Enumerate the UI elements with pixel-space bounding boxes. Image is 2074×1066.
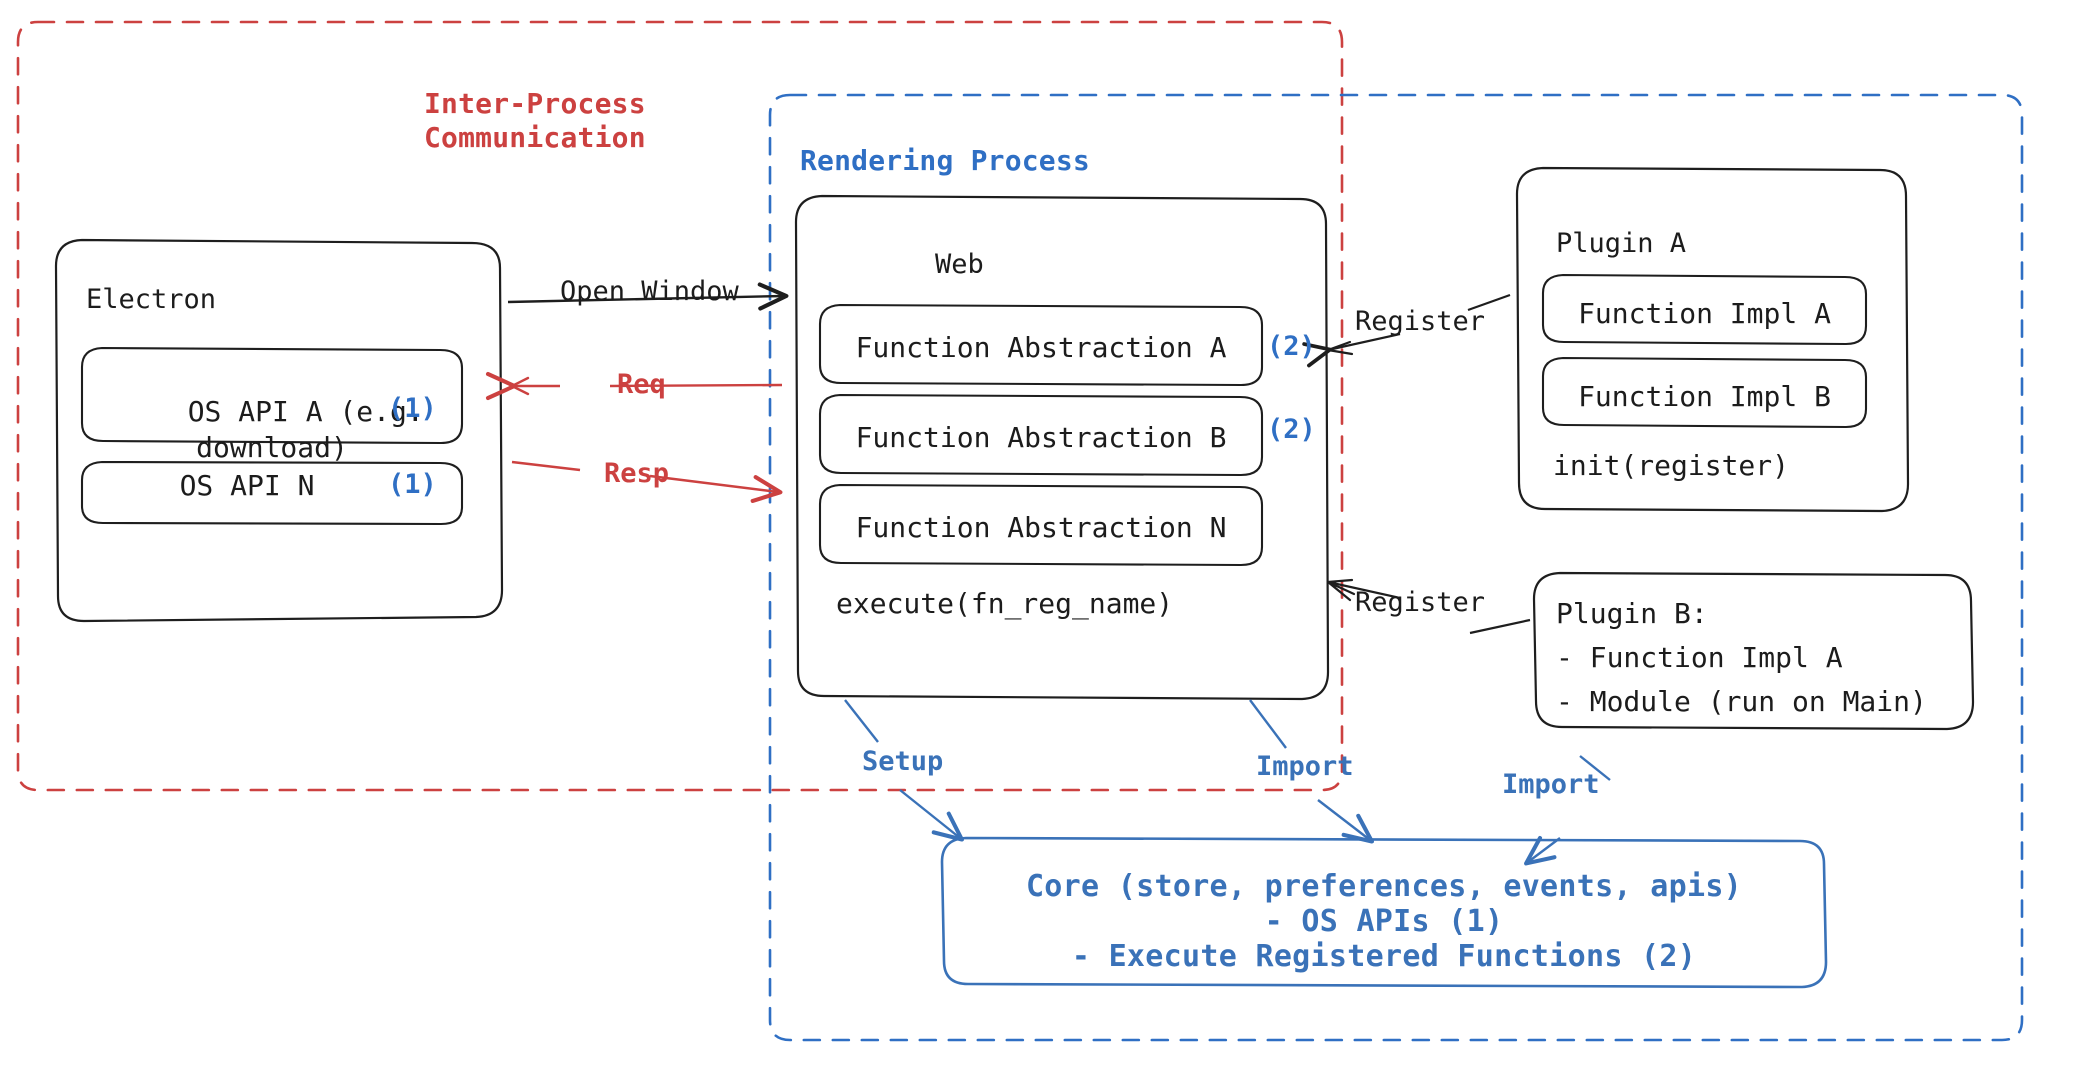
edge-label-import-right: Import	[1502, 769, 1600, 800]
web-title: Web	[935, 249, 984, 280]
core-line-1: Core (store, preferences, events, apis)	[1025, 869, 1743, 904]
web-item-label-0: Function Abstraction A	[855, 331, 1227, 364]
edge-label-req: Req	[617, 369, 666, 400]
edge-label-import-left: Import	[1256, 751, 1354, 782]
rendering-process-boundary	[768, 93, 2024, 1042]
electron-item-box-0	[80, 346, 464, 445]
web-item-badge-0: (2)	[1267, 331, 1316, 362]
web-item-box-2	[818, 483, 1264, 567]
edge-label-register-a: Register	[1355, 306, 1486, 337]
plugin-a-item-box-0	[1541, 273, 1868, 346]
plugin-a-title: Plugin A	[1556, 228, 1687, 259]
edge-label-setup: Setup	[862, 746, 944, 777]
ipc-boundary-label-line2: Communication	[424, 121, 646, 154]
electron-item-label-0: OS API A (e.g. download)	[82, 358, 462, 501]
electron-title: Electron	[86, 284, 217, 315]
arrow-register-a	[1302, 293, 1511, 368]
electron-item-label-1: OS API N	[179, 469, 315, 502]
electron-item-text-0: OS API A (e.g. download)	[187, 394, 424, 464]
web-item-label-1: Function Abstraction B	[855, 421, 1227, 454]
core-box	[940, 836, 1828, 989]
rendering-process-label: Rendering Process	[800, 144, 1090, 177]
arrow-open-window	[507, 282, 789, 311]
electron-item-badge-0: (1)	[388, 393, 437, 424]
ipc-boundary-label-line1: Inter-Process	[424, 87, 646, 120]
plugin-b-line-1: - Module (run on Main)	[1556, 685, 1927, 718]
web-item-label-2: Function Abstraction N	[855, 511, 1227, 544]
web-item-box-0	[818, 303, 1264, 387]
arrow-import-left	[1249, 699, 1374, 844]
plugin-a-item-box-1	[1541, 356, 1868, 429]
plugin-b-box	[1532, 571, 1975, 731]
core-line-2: - OS APIs (1)	[1264, 904, 1504, 939]
plugin-a-footer-label: init(register)	[1553, 449, 1790, 482]
arrow-import-right	[1524, 755, 1611, 866]
arrow-resp	[511, 460, 783, 503]
web-item-box-1	[818, 393, 1264, 477]
plugin-a-item-label-1: Function Impl B	[1578, 380, 1831, 413]
edge-label-register-b: Register	[1355, 587, 1486, 618]
plugin-a-item-label-0: Function Impl A	[1578, 297, 1831, 330]
arrow-req	[485, 371, 783, 401]
edge-label-open-window: Open Window	[560, 276, 739, 307]
web-item-badge-1: (2)	[1267, 414, 1316, 445]
web-footer-label: execute(fn_reg_name)	[836, 587, 1174, 620]
arrow-register-b	[1326, 578, 1531, 635]
arrow-setup	[844, 699, 964, 842]
plugin-b-line-0: - Function Impl A	[1556, 641, 1843, 674]
plugin-b-title: Plugin B:	[1556, 597, 1708, 630]
ipc-boundary	[16, 20, 1344, 792]
core-line-3: - Execute Registered Functions (2)	[1071, 939, 1697, 974]
edge-label-resp: Resp	[604, 458, 670, 489]
electron-item-badge-1: (1)	[388, 469, 437, 500]
electron-item-box-1	[80, 460, 464, 526]
